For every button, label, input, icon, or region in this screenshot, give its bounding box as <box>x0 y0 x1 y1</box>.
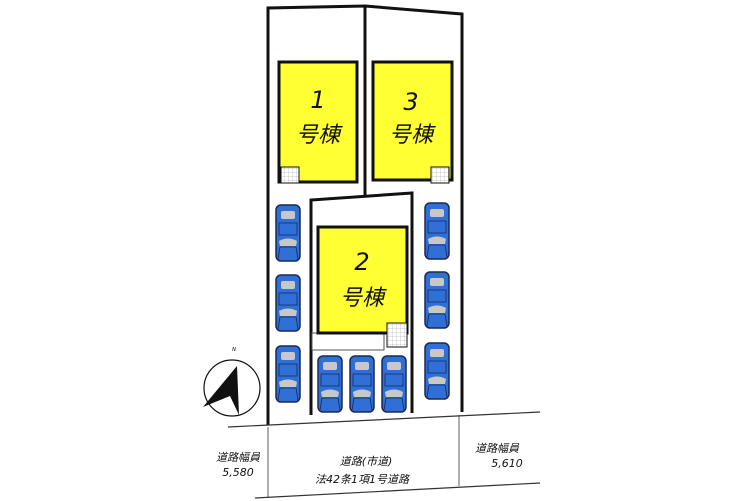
car-icon <box>275 204 301 262</box>
car-icon <box>424 202 450 260</box>
north-arrow-icon: N <box>203 347 261 417</box>
building-1-label: 号棟 <box>296 123 343 148</box>
building-3: 3 号棟 <box>371 60 454 184</box>
car-icon <box>424 271 450 329</box>
building-2: 2 号棟 <box>311 225 409 351</box>
car-icon <box>317 355 343 413</box>
lot-boundaries <box>266 4 464 425</box>
building-1-number: 1 <box>310 86 325 114</box>
car-icon <box>275 345 301 403</box>
car-icon <box>275 274 301 332</box>
road-width-right-value: 5,610 <box>491 457 523 470</box>
car-icon <box>381 355 407 413</box>
building-1: 1 号棟 <box>277 60 359 184</box>
building-3-number: 3 <box>403 88 418 116</box>
building-2-number: 2 <box>354 248 369 276</box>
road <box>227 411 541 499</box>
road-width-left-value: 5,580 <box>222 466 254 479</box>
road-width-left-label: 道路幅員 <box>216 451 261 464</box>
compass-label: N <box>232 347 236 353</box>
car-icon <box>424 342 450 400</box>
road-classification: 法42条1項1号道路 <box>315 473 410 486</box>
road-name: 道路(市道) <box>340 455 393 468</box>
building-2-label: 号棟 <box>340 286 387 311</box>
road-width-right-label: 道路幅員 <box>475 442 520 455</box>
car-icon <box>349 355 375 413</box>
building-3-label: 号棟 <box>389 123 436 148</box>
